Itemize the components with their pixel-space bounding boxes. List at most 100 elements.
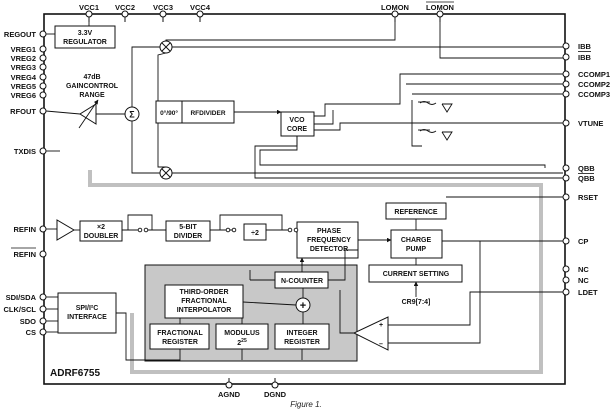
mixer-q bbox=[159, 166, 173, 180]
pin-vcc2: VCC2 bbox=[115, 3, 135, 12]
gain-control-arrow bbox=[78, 99, 99, 129]
comparator-minus: – bbox=[379, 341, 383, 348]
pin-vreg1: VREG1 bbox=[11, 45, 36, 54]
sum-symbol: Σ bbox=[129, 110, 135, 120]
pin-circle bbox=[562, 119, 570, 127]
vco-label: CORE bbox=[287, 126, 308, 133]
pin-circle bbox=[39, 54, 47, 62]
switch-contact bbox=[225, 227, 231, 233]
third-order-label: INTERPOLATOR bbox=[177, 307, 232, 314]
pin-qbb-bar: QBB bbox=[578, 174, 595, 183]
modulus-exponent: 25 bbox=[241, 338, 247, 344]
pin-sdi-sda: SDI/SDA bbox=[6, 293, 37, 302]
pin-circle bbox=[225, 381, 233, 389]
pin-rset: RSET bbox=[578, 193, 598, 202]
pin-circle bbox=[39, 30, 47, 38]
pin-clk-scl: CLK/SCL bbox=[4, 305, 37, 314]
pin-circle bbox=[562, 80, 570, 88]
pin-circle bbox=[436, 10, 444, 18]
pin-vreg4: VREG4 bbox=[11, 73, 37, 82]
pin-circle bbox=[39, 45, 47, 53]
pin-circle bbox=[562, 53, 570, 61]
doubler-box bbox=[79, 220, 123, 242]
switch-contact bbox=[231, 227, 237, 233]
pfd-label: DETECTOR bbox=[310, 246, 348, 253]
pin-txdis: TXDIS bbox=[14, 147, 36, 156]
spi-label: INTERFACE bbox=[67, 314, 107, 321]
gain-control-label: RANGE bbox=[79, 92, 105, 99]
switch-contact bbox=[293, 227, 299, 233]
modulus-label: MODULUS bbox=[224, 330, 260, 337]
regulator-label: REGULATOR bbox=[63, 39, 107, 46]
pin-circle bbox=[39, 73, 47, 81]
pin-circle bbox=[562, 265, 570, 273]
pin-cs: CS bbox=[26, 328, 36, 337]
pin-vreg5: VREG5 bbox=[11, 82, 36, 91]
comparator-plus: + bbox=[379, 322, 383, 329]
pin-regout: REGOUT bbox=[4, 30, 37, 39]
pin-circle bbox=[562, 193, 570, 201]
pin-ccomp1: CCOMP1 bbox=[578, 70, 610, 79]
mixer-i bbox=[159, 40, 173, 54]
pin-lomon: LOMON bbox=[381, 3, 409, 12]
pin-vreg6: VREG6 bbox=[11, 91, 36, 100]
pin-vcc1: VCC1 bbox=[79, 3, 99, 12]
third-order-label: FRACTIONAL bbox=[181, 298, 227, 305]
pin-vtune: VTUNE bbox=[578, 119, 603, 128]
pin-circle bbox=[196, 10, 204, 18]
pin-ccomp3: CCOMP3 bbox=[578, 90, 610, 99]
pin-circle bbox=[271, 381, 279, 389]
gain-control-label: 47dB bbox=[83, 74, 100, 81]
pin-vreg3: VREG3 bbox=[11, 63, 36, 72]
pin-nc1: NC bbox=[578, 265, 589, 274]
doubler-label: DOUBLER bbox=[84, 233, 119, 240]
pin-agnd: AGND bbox=[218, 390, 241, 399]
pin-circle bbox=[39, 317, 47, 325]
div2-label: ÷2 bbox=[251, 230, 259, 237]
doubler-label: ×2 bbox=[97, 224, 105, 231]
switch-contact bbox=[137, 227, 143, 233]
pin-circle bbox=[39, 147, 47, 155]
pin-circle bbox=[39, 293, 47, 301]
pin-circle bbox=[39, 225, 47, 233]
pin-ibb-bar: IBB bbox=[578, 53, 592, 62]
div2-box bbox=[243, 223, 267, 241]
pin-circle bbox=[39, 82, 47, 90]
third-order-box bbox=[164, 284, 244, 319]
pin-circle bbox=[39, 328, 47, 336]
pin-circle bbox=[562, 164, 570, 172]
internal-bus bbox=[88, 170, 543, 374]
pin-circle bbox=[39, 91, 47, 99]
gain-control-label: GAINCONTROL bbox=[66, 83, 119, 90]
switch-contact bbox=[143, 227, 149, 233]
pin-qbb: QBB bbox=[578, 164, 595, 173]
rf-divider-label: RFDIVIDER bbox=[190, 110, 225, 117]
regulator-box bbox=[54, 25, 116, 49]
summer-plus: + bbox=[300, 300, 306, 312]
charge-pump-label: CHARGE bbox=[401, 237, 432, 244]
figure-caption: Figure 1. bbox=[290, 400, 322, 409]
integer-register-label: REGISTER bbox=[284, 339, 320, 346]
third-order-label: THIRD-ORDER bbox=[180, 289, 229, 296]
pin-circle bbox=[562, 288, 570, 296]
charge-pump-label: PUMP bbox=[406, 246, 427, 253]
reference-label: REFERENCE bbox=[394, 209, 438, 216]
modulus-box bbox=[215, 323, 269, 350]
pin-circle bbox=[39, 107, 47, 115]
pin-circle bbox=[39, 305, 47, 313]
pin-refin-bar: REFIN bbox=[14, 250, 37, 259]
charge-pump-box bbox=[390, 229, 443, 259]
pfd-label: FREQUENCY bbox=[307, 237, 351, 244]
fractional-register-box bbox=[149, 323, 210, 350]
pin-ccomp2: CCOMP2 bbox=[578, 80, 610, 89]
refin-buffer bbox=[56, 219, 75, 241]
modulus-label: 225 bbox=[237, 338, 247, 347]
pin-circle bbox=[562, 237, 570, 245]
pin-circle bbox=[562, 42, 570, 50]
pin-vcc3: VCC3 bbox=[153, 3, 173, 12]
spi-label: SPI/I²C bbox=[76, 305, 99, 312]
pin-vcc4: VCC4 bbox=[190, 3, 211, 12]
pin-circle bbox=[39, 250, 47, 258]
integer-register-label: INTEGER bbox=[286, 330, 317, 337]
